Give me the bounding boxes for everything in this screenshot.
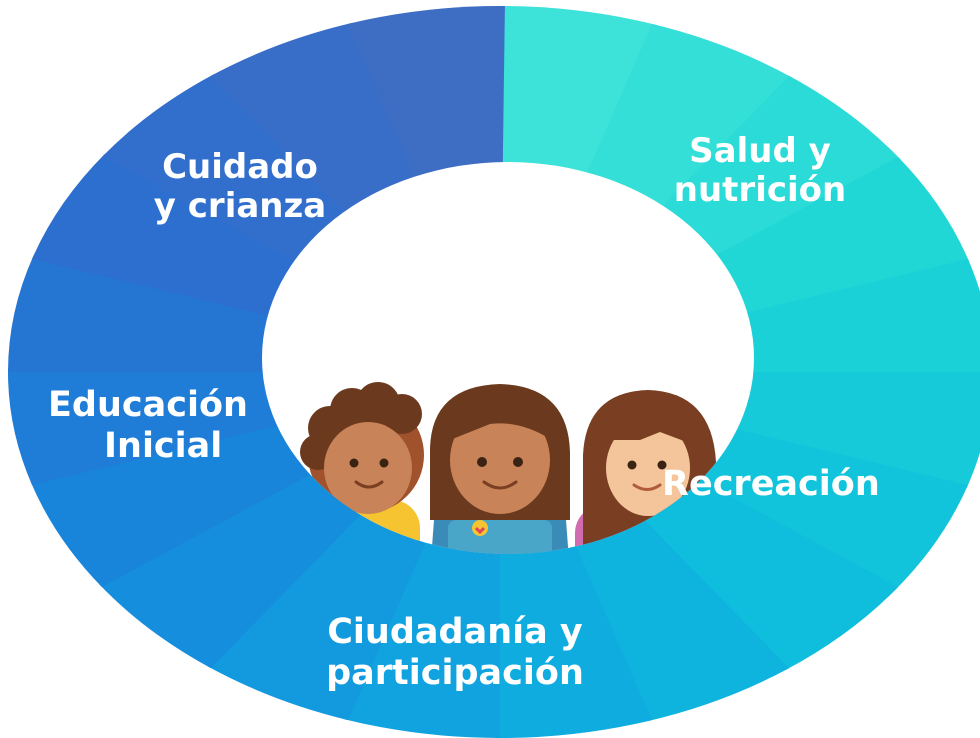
label-line: Inicial	[104, 425, 223, 466]
label-recreacion: Recreación	[662, 464, 880, 505]
label-line: Educación	[48, 385, 248, 425]
label-line: Ciudadanía y	[327, 612, 583, 652]
label-salud-nutricion: Salud y nutrición	[660, 131, 860, 211]
label-educacion-inicial: Educación Inicial	[48, 385, 264, 466]
label-line: Recreación	[662, 464, 880, 504]
label-line: y crianza	[153, 186, 327, 227]
label-line: participación	[326, 652, 584, 693]
center-girl-icon	[428, 384, 572, 554]
label-line: Cuidado	[162, 147, 318, 187]
label-line: nutrición	[673, 170, 847, 211]
label-ciudadania-participacion: Ciudadanía y participación	[300, 612, 610, 693]
label-line: Salud y	[689, 131, 831, 171]
label-cuidado-crianza: Cuidado y crianza	[130, 147, 350, 227]
